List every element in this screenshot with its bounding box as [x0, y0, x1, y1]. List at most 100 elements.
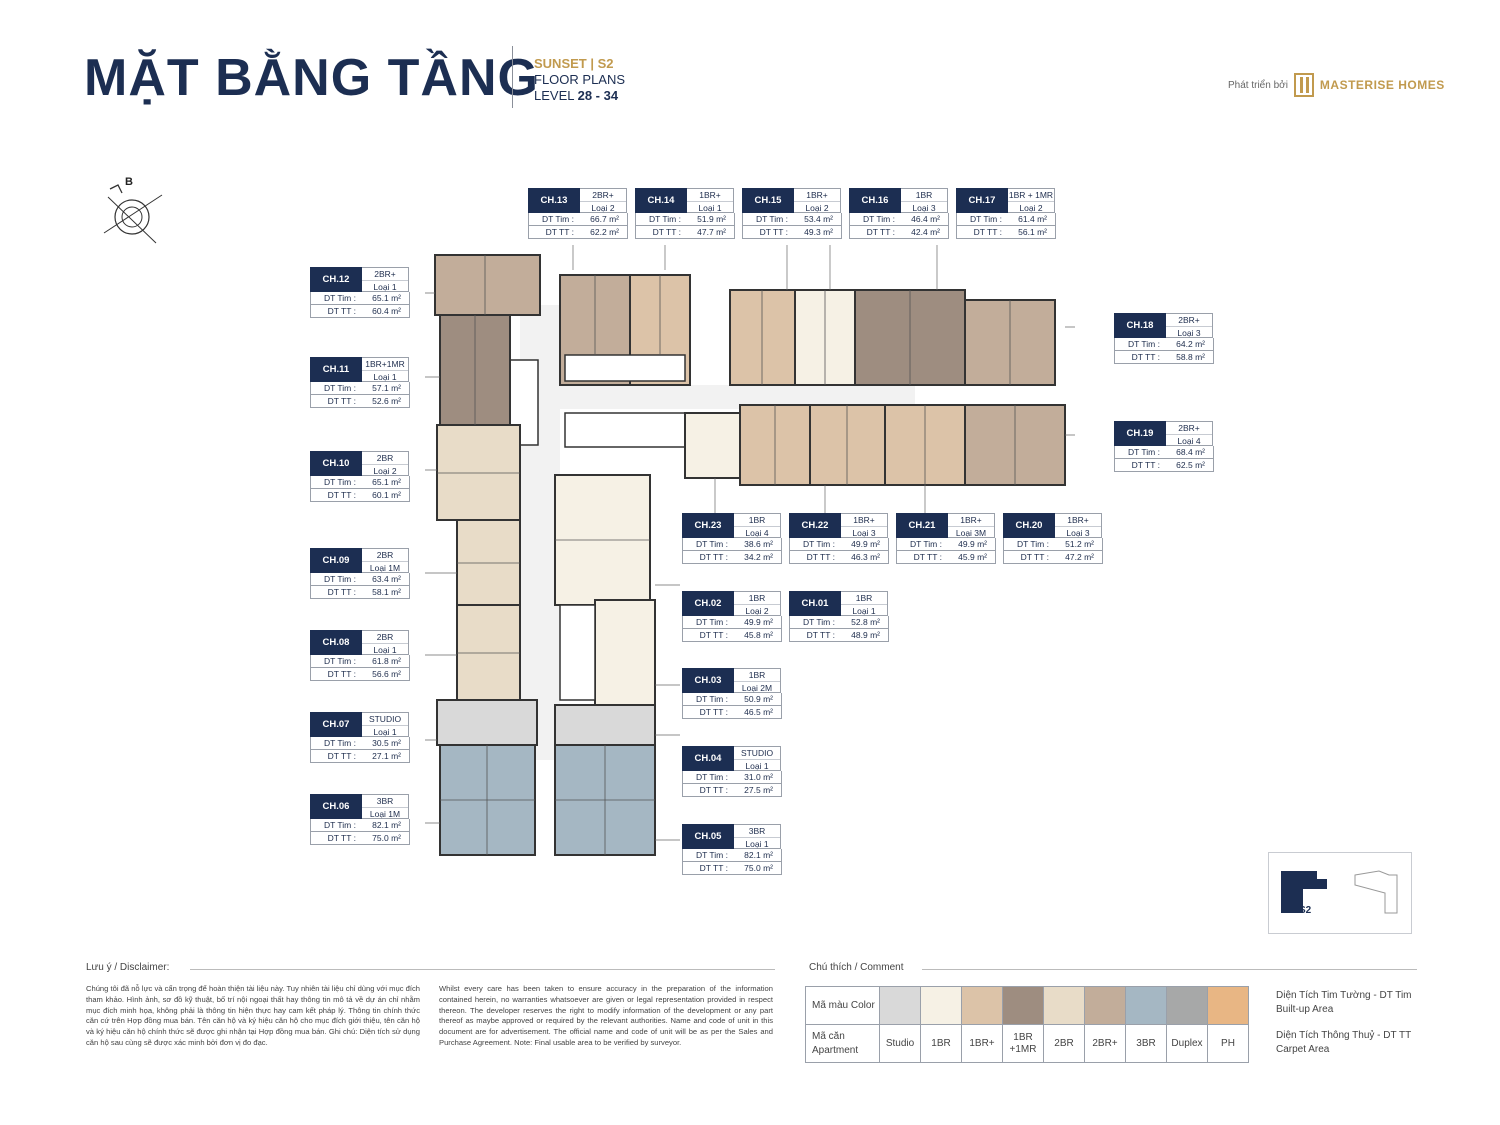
unit-variant: Loại 3 [852, 528, 876, 538]
built-up-area: 50.9 m² [744, 694, 773, 704]
carpet-key: DT TT : [759, 227, 788, 237]
unit-code: CH.23 [682, 513, 734, 538]
level-range: 28 - 34 [577, 88, 619, 103]
legend-name: PH [1207, 1024, 1249, 1063]
unit-type: 1BR [734, 669, 780, 682]
unit-ch07-shape [436, 699, 538, 746]
swatch-1br [920, 986, 962, 1025]
carpet-area: 42.4 m² [911, 227, 940, 237]
built-up-key: DT Tim : [324, 293, 356, 303]
legend-rule [922, 969, 1417, 970]
unit-ch12-shape [434, 254, 541, 316]
carpet-area: 49.3 m² [804, 227, 833, 237]
carpet-key: DT TT : [1020, 552, 1049, 562]
legend-name: Duplex [1166, 1024, 1208, 1063]
carpet-area: 60.4 m² [372, 306, 401, 316]
unit-type: 2BR [362, 549, 408, 562]
carpet-area: 56.1 m² [1018, 227, 1047, 237]
plan-subtitle: SUNSET | S2 FLOOR PLANS LEVEL 28 - 34 [534, 56, 625, 104]
carpet-key: DT TT : [866, 227, 895, 237]
unit-type: 1BR [734, 514, 780, 527]
unit-variant: Loại 1 [852, 606, 876, 616]
swatch-duplex [1166, 986, 1208, 1025]
unit-variant: Loại 2 [805, 203, 829, 213]
unit-variant: Loại 1 [745, 761, 769, 771]
carpet-key: DT TT : [1131, 352, 1160, 362]
floor-plan-drawing [410, 243, 1115, 865]
unit-ch04-shape [554, 704, 656, 746]
built-up-area: 51.9 m² [697, 214, 726, 224]
built-up-area: 30.5 m² [372, 738, 401, 748]
built-up-area: 82.1 m² [744, 850, 773, 860]
built-up-area: 61.4 m² [1018, 214, 1047, 224]
carpet-area: 48.9 m² [851, 630, 880, 640]
built-up-key: DT Tim : [910, 539, 942, 549]
carpet-area: 60.1 m² [372, 490, 401, 500]
built-up-key: DT Tim : [696, 539, 728, 549]
unit-variant: Loại 1M [369, 563, 401, 573]
carpet-area: 52.6 m² [372, 396, 401, 406]
unit-code: CH.02 [682, 591, 734, 616]
carpet-key: DT TT : [806, 552, 835, 562]
unit-code: CH.18 [1114, 313, 1166, 338]
unit-type: 1BR+ [1055, 514, 1101, 527]
north-compass-icon: B [100, 175, 166, 245]
unit-ch15-shape [729, 289, 796, 386]
color-legend-table: Mã màu Color Mã căn Apartment Studio 1BR… [805, 986, 1249, 1063]
level-prefix: LEVEL [534, 88, 578, 103]
unit-ch09-shape [456, 519, 521, 606]
unit-code: CH.04 [682, 746, 734, 771]
disclaimer-english: Whilst every care has been taken to ensu… [439, 984, 773, 1047]
unit-variant: Loại 2 [745, 606, 769, 616]
unit-code: CH.06 [310, 794, 362, 819]
carpet-key: DT TT : [327, 306, 356, 316]
legend-title: Chú thích / Comment [809, 962, 904, 973]
unit-ch08-shape [456, 604, 521, 701]
area-note-carpet-en: Carpet Area [1276, 1044, 1330, 1055]
unit-code: CH.17 [956, 188, 1008, 213]
carpet-key: DT TT : [545, 227, 574, 237]
built-up-key: DT Tim : [1128, 339, 1160, 349]
area-note-built-up-vi: Diện Tích Tim Tường - DT Tim [1276, 990, 1412, 1001]
built-up-key: DT Tim : [1017, 539, 1049, 549]
built-up-area: 53.4 m² [804, 214, 833, 224]
title-divider [512, 46, 513, 108]
legend-name: 1BR [920, 1024, 962, 1063]
built-up-key: DT Tim : [696, 694, 728, 704]
carpet-key: DT TT : [699, 785, 728, 795]
unit-type: 1BR [901, 189, 947, 202]
built-up-area: 57.1 m² [372, 383, 401, 393]
carpet-area: 46.3 m² [851, 552, 880, 562]
unit-type: 1BR [734, 592, 780, 605]
legend-name: 1BR +1MR [1002, 1024, 1044, 1063]
unit-code: CH.11 [310, 357, 362, 382]
unit-code: CH.19 [1114, 421, 1166, 446]
building-name: SUNSET [534, 56, 587, 71]
unit-variant: Loại 1 [373, 727, 397, 737]
disclaimer-rule [190, 969, 775, 970]
unit-variant: Loại 2 [591, 203, 615, 213]
built-up-key: DT Tim : [324, 820, 356, 830]
unit-code: CH.15 [742, 188, 794, 213]
unit-code: CH.03 [682, 668, 734, 693]
carpet-area: 58.8 m² [1176, 352, 1205, 362]
unit-type: 1BR+ [794, 189, 840, 202]
unit-code: CH.05 [682, 824, 734, 849]
area-note-built-up-en: Built-up Area [1276, 1004, 1334, 1015]
unit-code: CH.22 [789, 513, 841, 538]
carpet-key: DT TT : [973, 227, 1002, 237]
carpet-area: 75.0 m² [744, 863, 773, 873]
built-up-area: 38.6 m² [744, 539, 773, 549]
unit-ch23-shape [684, 412, 741, 479]
carpet-area: 62.2 m² [590, 227, 619, 237]
